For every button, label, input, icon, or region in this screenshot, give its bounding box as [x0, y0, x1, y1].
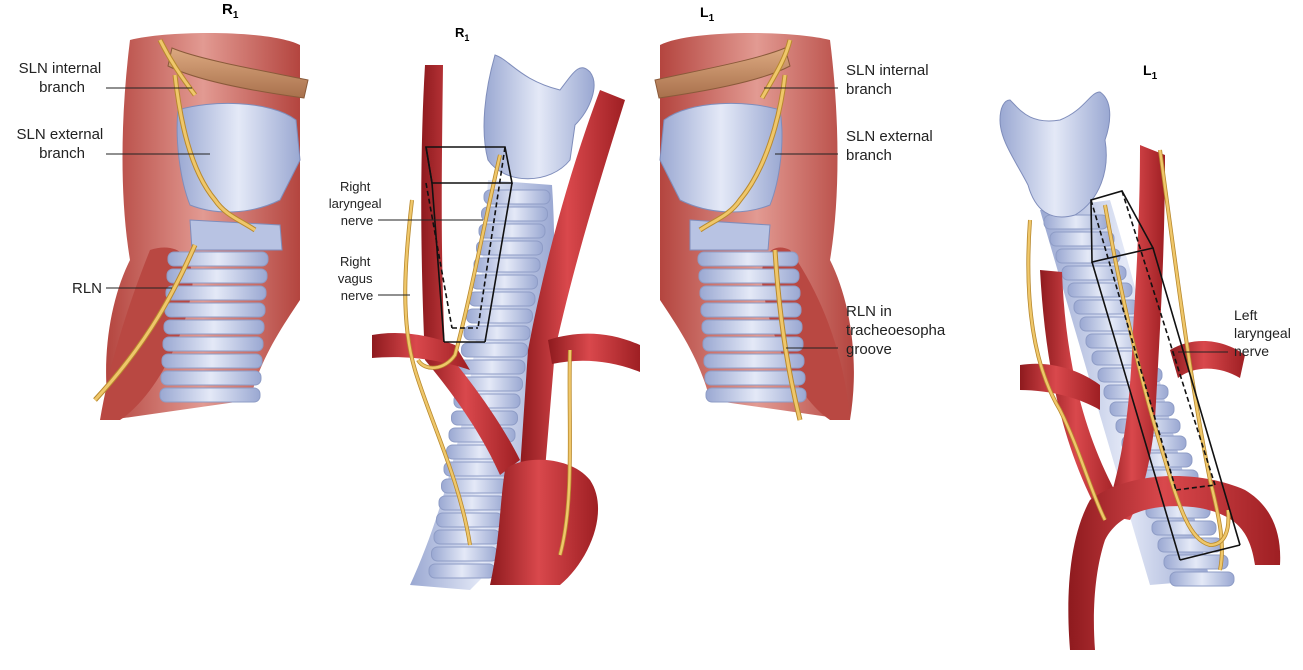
panel-title: R1 — [455, 25, 469, 43]
label-rln: RLN — [72, 280, 102, 297]
panel-3: L1 SLN internal branch SLN external bran… — [654, 4, 949, 421]
brachiocephalic-artery — [1040, 270, 1120, 512]
label-sln-external: SLN external branch — [846, 128, 937, 164]
tracheal-ring — [473, 257, 541, 273]
label-rln-groove: RLN in tracheoesopha groove — [846, 303, 949, 358]
tracheal-ring — [163, 319, 265, 335]
label-sln-internal: SLN internal branch — [846, 62, 933, 98]
aortic-arch — [490, 459, 599, 585]
tracheal-ring — [478, 223, 546, 239]
tracheal-ring — [481, 206, 548, 222]
panel-title: L1 — [700, 4, 715, 24]
tracheal-ring — [1169, 571, 1235, 587]
tracheal-ring — [468, 291, 536, 307]
tracheal-ring — [476, 240, 543, 256]
tracheal-ring — [699, 285, 801, 301]
tracheal-ring — [428, 563, 496, 579]
tracheal-ring — [1055, 248, 1121, 264]
tracheal-ring — [483, 189, 551, 205]
tracheal-ring — [704, 370, 806, 386]
tracheal-ring — [159, 387, 261, 403]
tracheal-ring — [698, 268, 800, 284]
tracheal-ring — [436, 512, 503, 528]
left-carotid-artery — [1105, 145, 1165, 520]
tracheal-ring — [458, 359, 526, 375]
dissection-box — [425, 146, 513, 343]
right-carotid-artery — [421, 65, 520, 475]
tracheal-ring — [471, 274, 538, 290]
tracheal-ring — [466, 308, 533, 324]
tracheal-ring — [461, 342, 528, 358]
tracheal-ring — [167, 251, 269, 267]
label-sln-internal: SLN internal branch — [19, 60, 106, 96]
label-sln-external: SLN external branch — [17, 126, 108, 162]
label-right-vagus: Right vagus nerve — [338, 254, 376, 303]
cricoid-cartilage — [689, 219, 771, 251]
tracheal-ring — [697, 251, 799, 267]
tracheal-ring — [431, 546, 498, 562]
larynx-cartilage — [999, 91, 1111, 218]
tracheal-ring — [703, 353, 805, 369]
tracheal-ring — [702, 336, 804, 352]
left-carotid-artery — [520, 90, 625, 470]
tracheal-ring — [705, 387, 807, 403]
tracheal-ring — [463, 325, 531, 341]
hyoid-bone — [167, 47, 309, 99]
panel-2: R1 Right laryngeal nerve Right vagus ner… — [329, 25, 640, 590]
label-left-laryngeal: Left laryngeal nerve — [1234, 307, 1295, 359]
tracheal-ring — [700, 302, 802, 318]
tracheal-ring — [160, 370, 262, 386]
hyoid-bone — [654, 47, 791, 99]
tracheal-ring — [1049, 231, 1115, 247]
cricoid-cartilage — [189, 219, 283, 251]
tracheal-ring — [162, 336, 264, 352]
trachea-rings — [428, 189, 551, 579]
left-subclavian — [548, 333, 640, 372]
panel-title: L1 — [1143, 62, 1158, 82]
tracheal-ring — [1163, 554, 1229, 570]
dissection-box — [1090, 190, 1241, 561]
thyroid-cartilage — [176, 102, 301, 213]
tracheal-ring — [164, 302, 266, 318]
trachea — [159, 251, 269, 403]
tracheal-ring — [165, 285, 267, 301]
panel-4: L1 Left laryngeal nerve — [999, 62, 1295, 650]
tracheal-ring — [1151, 520, 1217, 536]
tracheal-ring — [701, 319, 803, 335]
panel-title: R1 — [222, 1, 239, 21]
tracheal-ring — [161, 353, 263, 369]
panel-1: R1 SLN internal branch SLN external bran… — [17, 1, 309, 421]
right-subclavian — [1020, 363, 1100, 410]
tracheal-ring — [438, 495, 506, 511]
label-right-laryngeal: Right laryngeal nerve — [329, 179, 385, 228]
tracheal-ring — [441, 478, 508, 494]
larynx-cartilage — [483, 54, 595, 180]
tracheal-ring — [166, 268, 268, 284]
aortic-arch — [1068, 476, 1281, 650]
